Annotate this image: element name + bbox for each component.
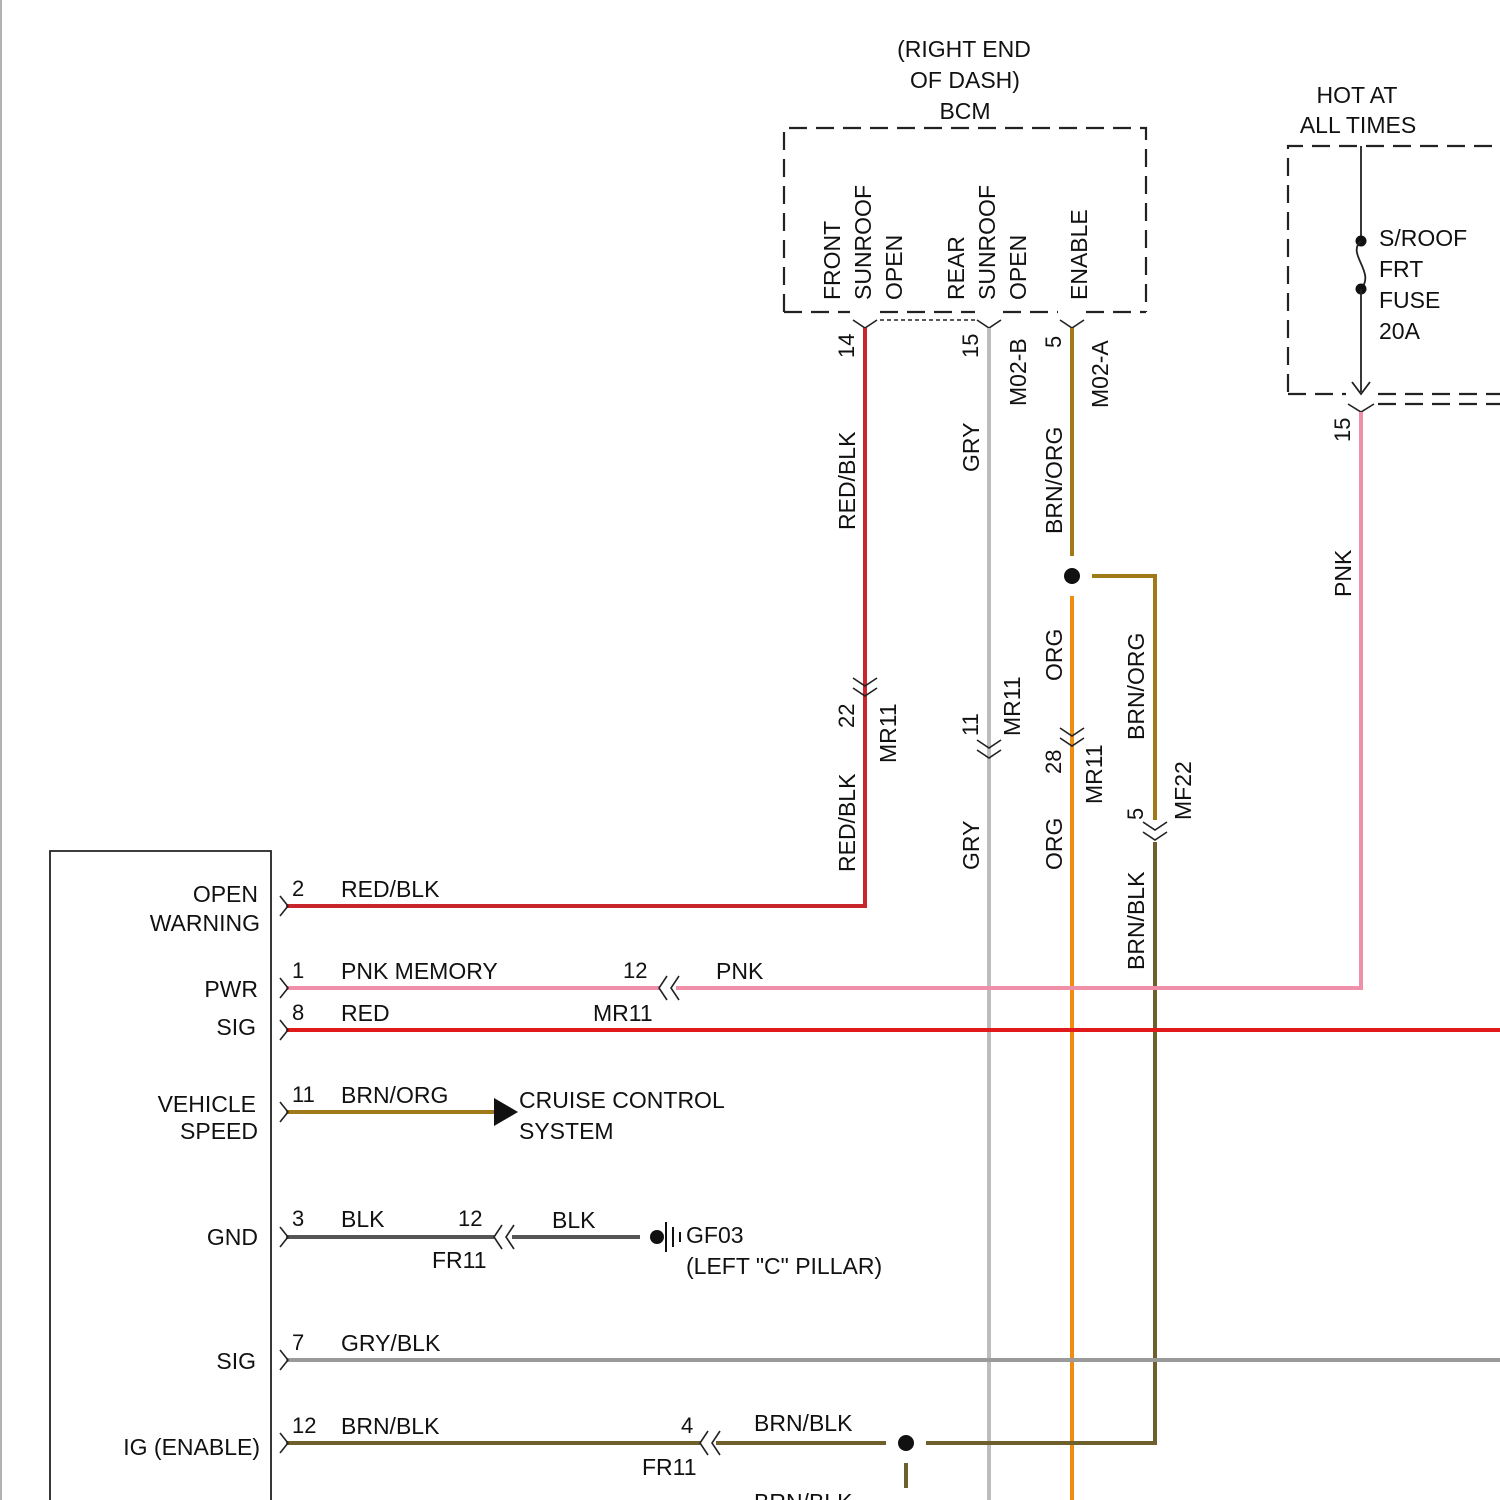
- row5-conn-pin: 12: [458, 1206, 482, 1231]
- bcm-rear-line1: REAR: [943, 236, 969, 300]
- bcm-pin-15: 15: [958, 334, 983, 358]
- label-red-blk-lower: RED/BLK: [834, 773, 860, 872]
- row3-wire: RED: [341, 1000, 390, 1026]
- pin-28: 28: [1041, 750, 1066, 774]
- row2-wire-right: PNK: [716, 958, 764, 984]
- wires: [286, 328, 1500, 1500]
- ground-location: (LEFT "C" PILLAR): [686, 1253, 882, 1279]
- module-box: OPEN WARNING PWR SIG VEHICLE SPEED GND S…: [50, 851, 288, 1500]
- label-ig-enable: IG (ENABLE): [123, 1434, 260, 1460]
- arrow-right-icon: [494, 1098, 518, 1126]
- row6-pin: 7: [292, 1330, 304, 1355]
- bcm-front-line1: FRONT: [819, 221, 845, 300]
- label-pwr: PWR: [204, 976, 258, 1002]
- bcm-front-line2: SUNROOF: [850, 185, 876, 300]
- row7-conn-pin: 4: [681, 1413, 693, 1438]
- row7-wire-right: BRN/BLK: [754, 1410, 853, 1436]
- row5-pin: 3: [292, 1206, 304, 1231]
- vertical-wire-labels: RED/BLK RED/BLK GRY GRY BRN/ORG ORG ORG …: [834, 423, 1356, 970]
- label-red-blk-upper: RED/BLK: [834, 431, 860, 530]
- label-org-upper: ORG: [1041, 629, 1067, 681]
- bcm-terminal-5: [1060, 320, 1084, 328]
- row3-pin: 8: [292, 1000, 304, 1025]
- row4-wire: BRN/ORG: [341, 1082, 448, 1108]
- label-org-lower: ORG: [1041, 818, 1067, 870]
- row1-wire: RED/BLK: [341, 876, 440, 902]
- label-speed: SPEED: [180, 1118, 258, 1144]
- row7-conn-name: FR11: [642, 1454, 697, 1480]
- bcm-pin-5: 5: [1041, 336, 1066, 348]
- wire-brn-blk-riser: [926, 842, 1155, 1443]
- row1-pin: 2: [292, 876, 304, 901]
- row5-conn-name: FR11: [432, 1247, 487, 1273]
- label-sig-1: SIG: [216, 1014, 256, 1040]
- fuse-rating: 20A: [1379, 318, 1421, 344]
- conn-name-mr11-b: MR11: [999, 676, 1025, 736]
- row2-wire: PNK MEMORY: [341, 958, 498, 984]
- label-brn-org-upper: BRN/ORG: [1041, 427, 1067, 534]
- row4-dest-line1: CRUISE CONTROL: [519, 1087, 725, 1113]
- bcm-connector-a: M02-A: [1087, 340, 1113, 408]
- label-open: OPEN: [193, 881, 258, 907]
- label-sig-2: SIG: [216, 1348, 256, 1374]
- row7-wire-bottom: BRN/BLK: [754, 1489, 853, 1500]
- row5-wire: BLK: [341, 1206, 385, 1232]
- label-gry-lower: GRY: [958, 821, 984, 870]
- hot-at-line2: ALL TIMES: [1300, 112, 1416, 138]
- bcm-rear-line2: SUNROOF: [974, 185, 1000, 300]
- row2-conn-pin: 12: [623, 958, 647, 983]
- hot-at-line1: HOT AT: [1317, 82, 1398, 108]
- label-brn-blk-riser: BRN/BLK: [1123, 871, 1149, 970]
- fuse-icon: [1357, 241, 1366, 289]
- row2-conn-name: MR11: [593, 1000, 653, 1026]
- row7-pin: 12: [292, 1413, 316, 1438]
- module-outline: [50, 851, 271, 1500]
- bcm-pin-14: 14: [834, 334, 859, 358]
- pin-5-mf22: 5: [1123, 808, 1148, 820]
- bcm-name: BCM: [939, 98, 990, 124]
- connector-mf22-5: [1143, 822, 1167, 840]
- bcm-connector-b: M02-B: [1005, 338, 1031, 406]
- row7-wire: BRN/BLK: [341, 1413, 440, 1439]
- label-pnk-riser: PNK: [1330, 549, 1356, 597]
- row4-dest-line2: SYSTEM: [519, 1118, 614, 1144]
- fuse-label-line3: FUSE: [1379, 287, 1440, 313]
- fuse-label-line2: FRT: [1379, 256, 1423, 282]
- inline-connectors: [494, 678, 1167, 1455]
- ground-id: GF03: [686, 1222, 744, 1248]
- bcm-location-line1: (RIGHT END: [897, 36, 1031, 62]
- conn-name-mr11-a: MR11: [875, 703, 901, 763]
- bcm-component: (RIGHT END OF DASH) BCM FRONT SUNROOF OP…: [784, 36, 1146, 408]
- row-labels: 2 RED/BLK 1 PNK MEMORY 12 MR11 PNK 8 RED…: [292, 876, 882, 1500]
- label-gry-upper: GRY: [958, 423, 984, 472]
- row4-pin: 11: [292, 1082, 315, 1107]
- conn-name-mr11-c: MR11: [1081, 744, 1107, 804]
- bcm-front-line3: OPEN: [881, 235, 907, 300]
- ground-icon: [650, 1222, 680, 1252]
- row6-wire: GRY/BLK: [341, 1330, 441, 1356]
- bcm-rear-line3: OPEN: [1005, 235, 1031, 300]
- fuse-terminal-15: [1348, 404, 1374, 412]
- row5-wire-right: BLK: [552, 1207, 596, 1233]
- fuse-box: HOT AT ALL TIMES S/ROOF FRT FUSE 20A 15: [1288, 82, 1500, 442]
- fuse-pin-15: 15: [1330, 418, 1355, 442]
- pin-11: 11: [958, 713, 983, 736]
- label-gnd: GND: [207, 1224, 258, 1250]
- splice-ig: [898, 1435, 914, 1451]
- bcm-terminal-15: [977, 320, 1001, 328]
- label-vehicle: VEHICLE: [158, 1091, 256, 1117]
- bcm-location-line2: OF DASH): [910, 67, 1020, 93]
- pin-22: 22: [834, 704, 859, 728]
- connector-fr11-12: [494, 1225, 514, 1249]
- label-brn-org-branch: BRN/ORG: [1123, 633, 1149, 740]
- row2-pin: 1: [292, 958, 304, 983]
- bcm-terminal-14: [853, 320, 877, 328]
- bcm-enable-label: ENABLE: [1066, 209, 1092, 300]
- fuse-label-line1: S/ROOF: [1379, 225, 1467, 251]
- splice-enable: [1064, 568, 1080, 584]
- wire-red-blk: [286, 328, 865, 906]
- label-warning: WARNING: [150, 910, 260, 936]
- conn-name-mf22: MF22: [1170, 761, 1196, 820]
